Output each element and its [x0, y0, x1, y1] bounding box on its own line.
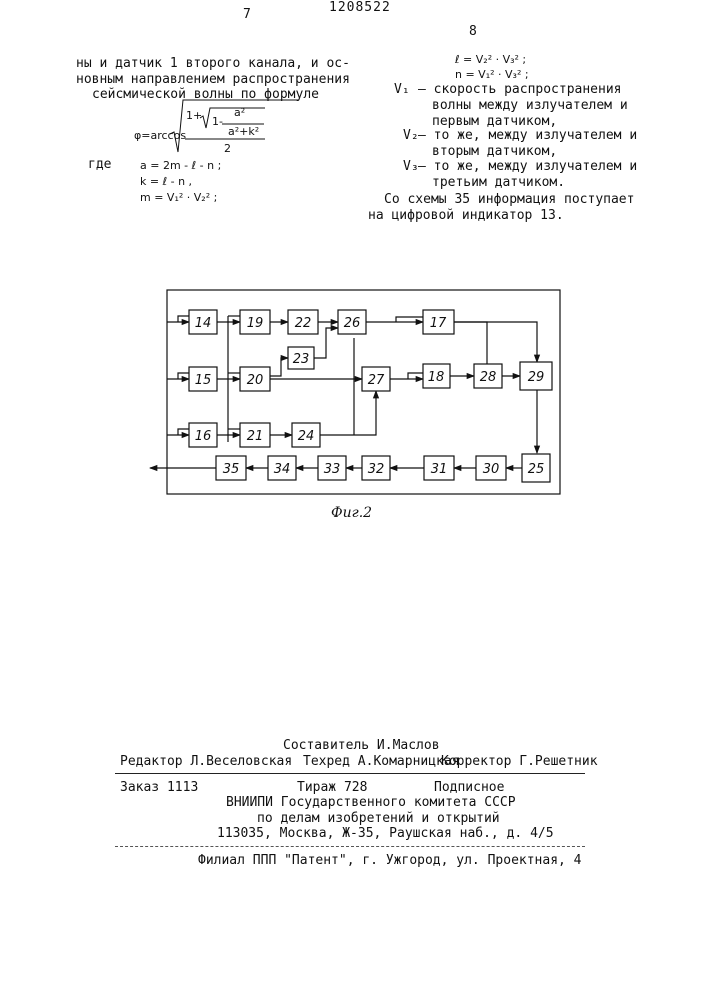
definition-n: n = V₁² · V₃² ; — [455, 67, 529, 83]
v3-text-1: – то же, между излучателем и — [418, 159, 637, 175]
v3-symbol: V₃ — [403, 159, 419, 175]
order-number: Заказ 1113 — [120, 780, 198, 796]
label-15: 15 — [195, 373, 212, 388]
branch-line: Филиал ППП "Патент", г. Ужгород, ул. Про… — [198, 853, 582, 869]
v1-symbol: V₁ — [394, 82, 410, 98]
techred-credit: Техред А.Комарницкая — [303, 754, 460, 770]
organization-line-2: по делам изобретений и открытий — [257, 811, 500, 827]
footer-rule-2 — [115, 846, 585, 847]
label-27: 27 — [368, 373, 385, 388]
organization-address: 113035, Москва, Ж-35, Раушская наб., д. … — [217, 826, 554, 842]
paragraph-line-2: на цифровой индикатор 13. — [368, 208, 564, 224]
label-16: 16 — [195, 429, 212, 444]
subscription: Подписное — [434, 780, 504, 796]
label-20: 20 — [247, 373, 264, 388]
page-number-right: 8 — [469, 24, 477, 40]
label-29: 29 — [528, 370, 545, 385]
v2-text-2: вторым датчиком, — [432, 144, 557, 160]
page-number-left: 7 — [243, 7, 251, 23]
editor-credit: Редактор Л.Веселовская — [120, 754, 292, 770]
label-22: 22 — [295, 316, 312, 331]
label-30: 30 — [483, 462, 500, 477]
v1-text-2: волны между излучателем и — [432, 98, 628, 114]
definition-a: a = 2m - ℓ - n ; — [140, 158, 221, 174]
corrector-credit: Корректор Г.Решетник — [441, 754, 598, 770]
label-14: 14 — [195, 316, 212, 331]
document-number: 1208522 — [329, 0, 391, 16]
v1-text-1: – скорость распространения — [418, 82, 622, 98]
compiler-line: Составитель И.Маслов — [283, 738, 440, 754]
formula-num-one: 1+ — [186, 108, 202, 124]
block-diagram: 14 15 16 19 20 21 22 23 24 26 27 17 18 2… — [0, 280, 707, 540]
label-28: 28 — [480, 370, 497, 385]
formula-frac-top: a² — [234, 105, 245, 121]
label-25: 25 — [528, 462, 545, 477]
definition-k: k = ℓ - n , — [140, 174, 192, 190]
label-26: 26 — [344, 316, 361, 331]
definition-m: m = V₁² · V₂² ; — [140, 190, 217, 206]
label-32: 32 — [368, 462, 385, 477]
where-label: где — [88, 157, 111, 173]
arccos-formula: φ=arccos 1+ 1- a² a²+k² 2 — [140, 94, 300, 160]
label-21: 21 — [247, 429, 264, 444]
organization-line-1: ВНИИПИ Государственного комитета СССР — [226, 795, 516, 811]
formula-denominator: 2 — [224, 141, 231, 157]
label-17: 17 — [430, 316, 447, 331]
left-text-line-2: новным направлением распространения — [76, 72, 350, 88]
formula-frac-bottom: a²+k² — [228, 124, 259, 140]
label-35: 35 — [223, 462, 240, 477]
figure-caption: Фиг.2 — [331, 505, 372, 521]
paragraph-line-1: Со схемы 35 информация поступает — [384, 192, 634, 208]
label-24: 24 — [298, 429, 315, 444]
v3-text-2: третьим датчиком. — [432, 175, 565, 191]
label-23: 23 — [293, 352, 310, 367]
label-34: 34 — [274, 462, 291, 477]
label-18: 18 — [428, 370, 445, 385]
footer-rule-1 — [115, 773, 585, 774]
v2-symbol: V₂ — [403, 128, 419, 144]
label-19: 19 — [247, 316, 264, 331]
label-31: 31 — [431, 462, 448, 477]
label-33: 33 — [324, 462, 341, 477]
circulation: Тираж 728 — [297, 780, 367, 796]
definition-l: ℓ = V₂² · V₃² ; — [455, 52, 526, 68]
left-text-line-1: ны и датчик 1 второго канала, и ос- — [76, 56, 350, 72]
formula-num-inner: 1- — [212, 114, 223, 130]
v2-text-1: – то же, между излучателем и — [418, 128, 637, 144]
formula-lhs: φ=arccos — [134, 128, 186, 144]
